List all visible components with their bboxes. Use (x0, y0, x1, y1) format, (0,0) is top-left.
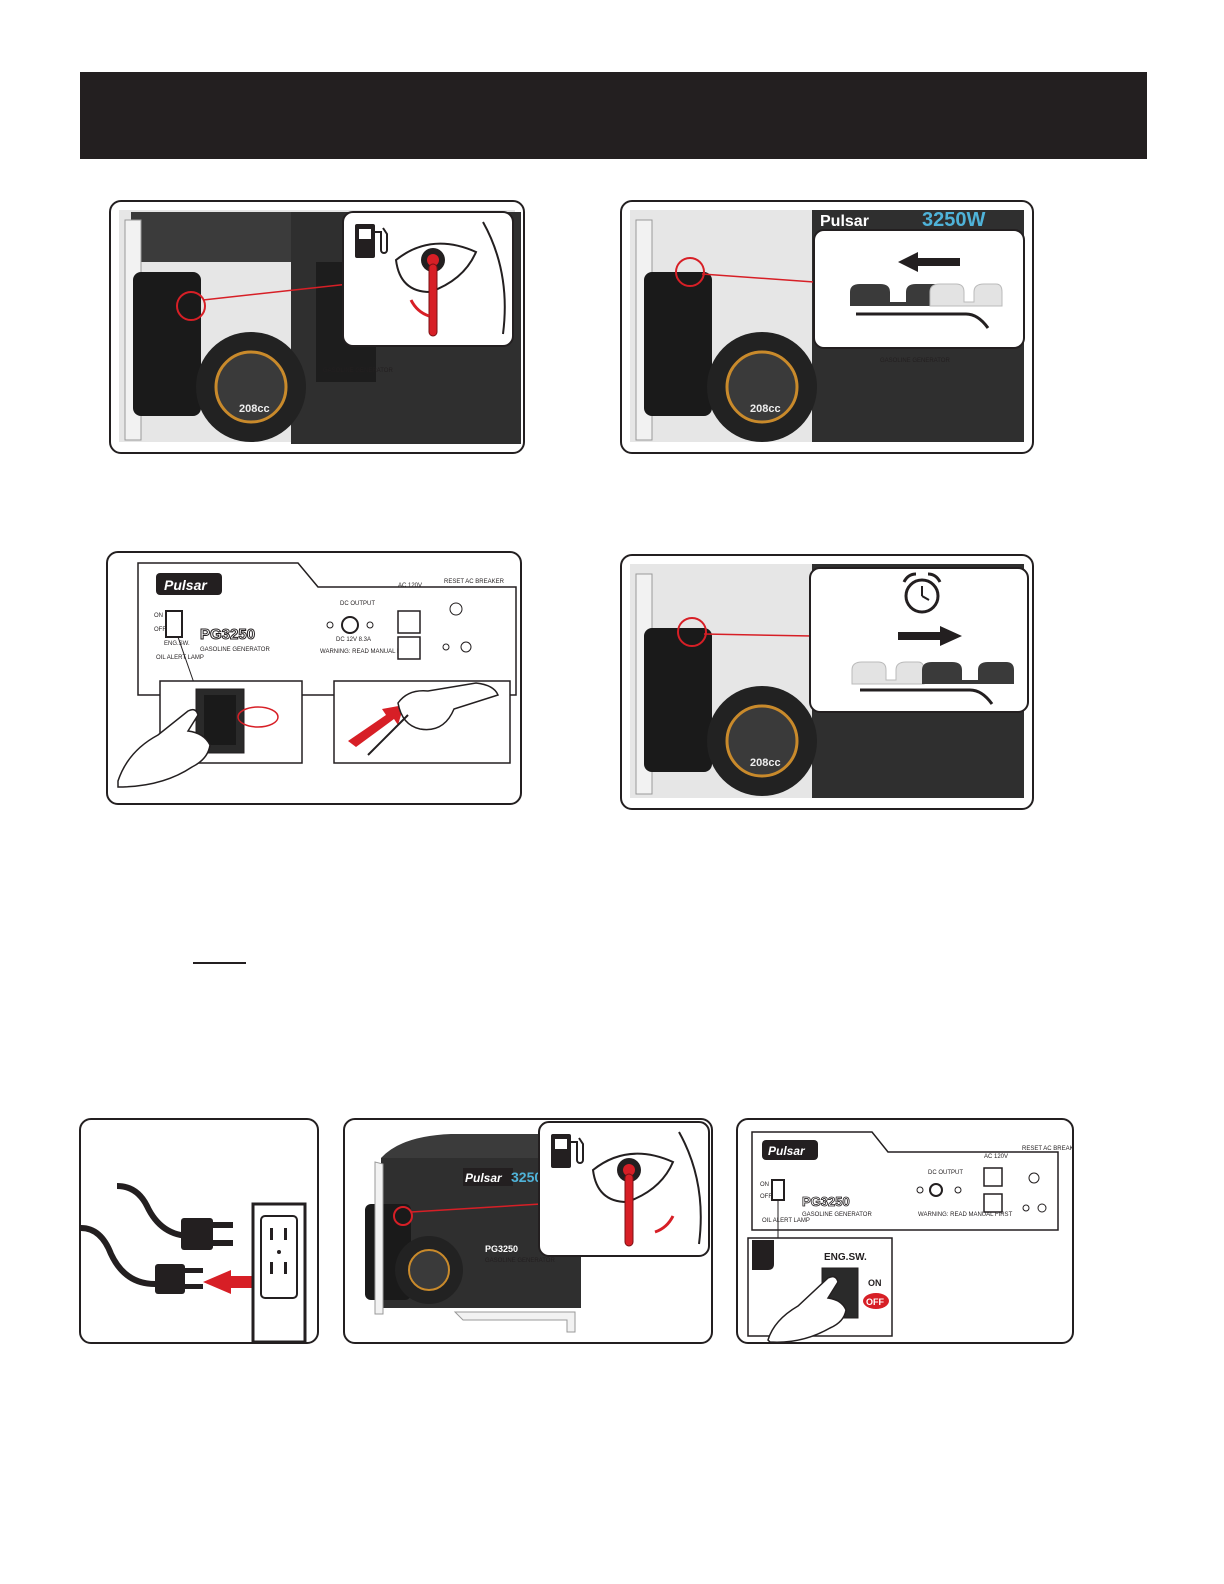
switch-off-label: OFF (760, 1194, 772, 1200)
brand-logo: Pulsar (465, 1171, 503, 1185)
warning-text: WARNING: READ MANUAL FIRST (320, 649, 415, 655)
subtitle-text: GASOLINE GENERATOR (880, 358, 950, 364)
wattage-text: 3250W (922, 209, 985, 231)
pull-arrow-icon (348, 705, 404, 747)
engine-switch (771, 1179, 785, 1201)
engine-displacement: 208cc (750, 403, 781, 415)
rotate-arrow-icon (654, 1215, 675, 1234)
engine-switch (165, 610, 183, 638)
generator-choke-open-illustration: 208cc (630, 564, 1029, 798)
ac-outlet-2 (397, 636, 421, 660)
brand-logo: Pulsar (820, 213, 869, 230)
model-name: PG3250 (200, 626, 255, 643)
arrow-left-icon (898, 252, 960, 272)
dc-rating: DC 12V 8.3A (336, 637, 371, 643)
panel-choke-close: Pulsar 3250W 208cc GASOLINE GENERATOR (620, 200, 1034, 454)
switch-off-highlight (863, 1293, 889, 1309)
subtitle-text: GASOLINE GENERATOR (200, 647, 270, 653)
subtitle-text: GASOLINE GENERATOR (323, 368, 393, 374)
choke-highlight-circle (675, 257, 705, 287)
switch-label: ENG.SW. (164, 641, 190, 647)
switch-detail-label: ENG.SW. (824, 1252, 867, 1263)
panel-unplug-loads (79, 1118, 319, 1344)
panel-switch-off: Pulsar ON OFF OIL ALERT LAMP PG3250 GASO… (736, 1118, 1074, 1344)
callout-line (410, 1203, 542, 1213)
callout-line (701, 273, 815, 283)
reset-label: RESET AC BREAKER (444, 579, 505, 585)
reset-label: RESET AC BREAKER (1022, 1146, 1072, 1152)
generator-fuel-valve-illustration: 208cc GASOLINE GENERATOR (119, 210, 521, 444)
callout-line (703, 633, 813, 637)
model-name: PG3250 (802, 1194, 850, 1209)
switch-detail-off: OFF (866, 1297, 884, 1307)
switch-on-label: ON (154, 613, 163, 619)
brand-logo: Pulsar (768, 1144, 806, 1158)
hand-pointer-icon (767, 1275, 847, 1342)
arrow-right-icon (898, 626, 962, 646)
oil-lamp-label: OIL ALERT LAMP (762, 1218, 810, 1224)
control-panel-illustration: Pulsar ON OFF ENG.SW. OIL ALERT LAMP PG3… (117, 562, 517, 788)
panel-fuel-valve-off: Pulsar 3250 PG3250 GASOLINE GENERATOR (343, 1118, 713, 1344)
dc-output-label: DC OUTPUT (340, 601, 375, 607)
switch-on-highlight (237, 706, 279, 728)
section-header-bar (80, 72, 1147, 159)
fuel-pump-icon (355, 224, 388, 258)
warning-text: WARNING: READ MANUAL FIRST (918, 1212, 1013, 1218)
switch-off-label: OFF (154, 627, 166, 633)
alarm-clock-icon (902, 572, 942, 614)
ac-outlet-1 (983, 1167, 1003, 1187)
fuel-pump-icon (551, 1134, 584, 1168)
hand-pointer-icon (117, 708, 211, 788)
callout-line (202, 283, 350, 301)
valve-highlight-circle (176, 291, 206, 321)
rotate-arrow-icon (409, 299, 430, 318)
ac-output-label: AC 120V (984, 1154, 1008, 1160)
cord-lower (81, 1225, 165, 1287)
ac-outlet-1 (397, 610, 421, 634)
engine-displacement: 208cc (239, 403, 270, 415)
unplug-illustration (81, 1183, 307, 1342)
text-underline (193, 962, 246, 964)
valve-highlight-circle (393, 1206, 413, 1226)
model-name: PG3250 (485, 1244, 518, 1254)
ac-output-label: AC 120V (398, 583, 422, 589)
dc-output-label: DC OUTPUT (928, 1170, 963, 1176)
wall-outlet-icon (251, 1202, 307, 1342)
choke-highlight-circle (677, 617, 707, 647)
switch-on-label: ON (760, 1182, 769, 1188)
cord-upper (116, 1183, 201, 1239)
panel-fuel-valve-on: 208cc GASOLINE GENERATOR (109, 200, 525, 454)
pull-arrow-icon (203, 1270, 259, 1294)
panel-choke-open: 208cc (620, 554, 1034, 810)
wattage-text: 3250 (511, 1169, 542, 1185)
hand-grip-icon (397, 682, 499, 731)
brand-logo: Pulsar (164, 577, 208, 593)
panel-switch-on-pull-start: Pulsar ON OFF ENG.SW. OIL ALERT LAMP PG3… (106, 551, 522, 805)
subtitle-text: GASOLINE GENERATOR (802, 1212, 872, 1218)
oil-lamp-label: OIL ALERT LAMP (156, 655, 204, 661)
control-panel-off-illustration: Pulsar ON OFF OIL ALERT LAMP PG3250 GASO… (747, 1131, 1072, 1342)
subtitle-text: GASOLINE GENERATOR (485, 1258, 555, 1264)
ac-outlet-2 (983, 1193, 1003, 1213)
generator-choke-illustration: Pulsar 3250W 208cc GASOLINE GENERATOR (630, 209, 1025, 442)
generator-full-view-illustration: Pulsar 3250 PG3250 GASOLINE GENERATOR (365, 1121, 710, 1333)
plug-icon (155, 1218, 233, 1294)
engine-displacement: 208cc (750, 757, 781, 769)
switch-detail-on: ON (868, 1278, 882, 1288)
